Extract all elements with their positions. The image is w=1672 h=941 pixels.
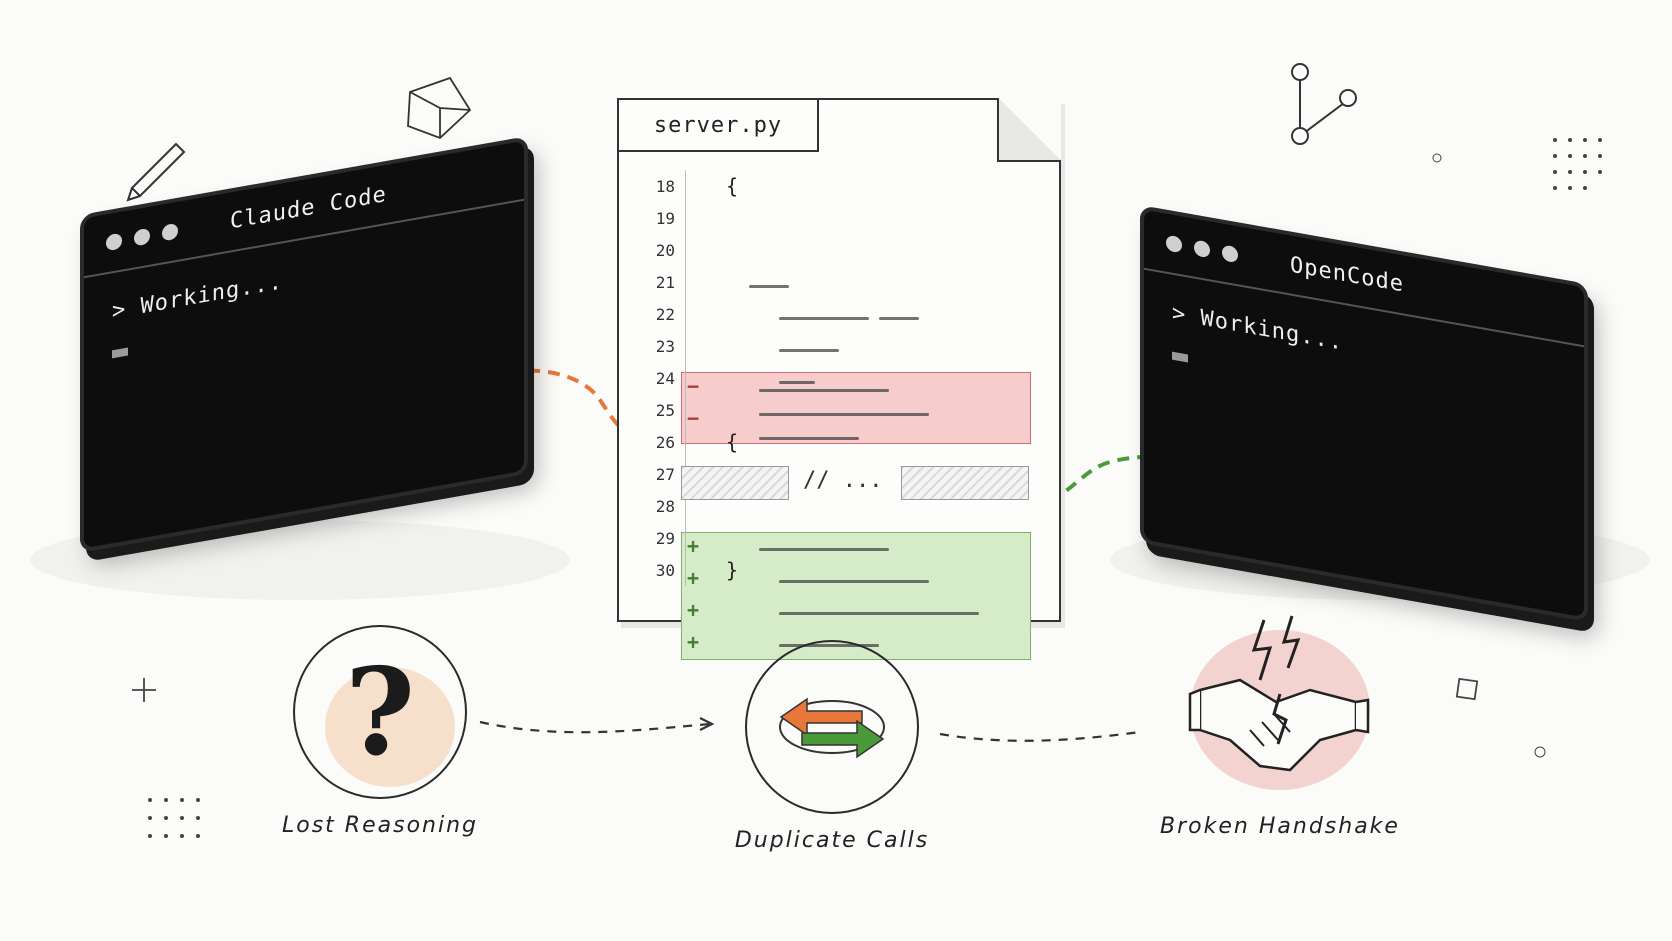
code-line: 21 — [619, 266, 1059, 298]
terminal-title: Claude Code — [230, 181, 387, 235]
code-squiggle — [779, 317, 869, 320]
code-line: 22 — [619, 298, 1059, 330]
square-doodle — [1455, 677, 1479, 701]
code-squiggle — [779, 580, 929, 583]
cube-icon — [407, 76, 472, 140]
problem-circle: ? — [293, 625, 467, 799]
problem-connector-1 — [479, 720, 711, 734]
orange-connector — [469, 368, 635, 431]
line-number: 23 — [619, 330, 686, 362]
problem-label: Lost Reasoning — [282, 813, 478, 838]
line-number: 21 — [619, 266, 686, 298]
code-text: { — [726, 430, 739, 454]
file-dog-ear — [997, 98, 1061, 162]
left-shadow — [30, 520, 570, 600]
code-line: 18 { — [619, 170, 1059, 202]
line-number: 18 — [619, 170, 686, 202]
line-number: 29 — [619, 522, 686, 554]
doodle-circle — [1432, 153, 1442, 163]
problem-arrowhead — [699, 717, 715, 731]
orange-wash — [325, 667, 455, 787]
code-squiggle — [779, 349, 839, 352]
code-line: 26 { — [619, 426, 1059, 458]
code-squiggle — [779, 381, 815, 384]
code-squiggle — [759, 548, 889, 551]
problem-duplicate-calls: Duplicate Calls — [717, 640, 947, 853]
problem-label: Duplicate Calls — [734, 828, 930, 853]
problem-circle — [745, 640, 919, 814]
added-marker: + — [687, 598, 700, 622]
code-text: { — [726, 174, 739, 198]
removed-lines-highlight — [681, 372, 1031, 444]
line-number: 27 — [619, 458, 686, 490]
code-line: 19 — [619, 202, 1059, 234]
broken-handshake-icon — [1188, 615, 1370, 772]
dot-grid-right — [1553, 138, 1602, 190]
added-lines-highlight — [681, 532, 1031, 660]
doodle-circle — [1534, 746, 1546, 758]
code-text: } — [726, 558, 739, 582]
problem-circle — [1180, 610, 1380, 800]
problem-lost-reasoning: ? Lost Reasoning — [265, 625, 495, 838]
swap-arrows-icon — [779, 697, 885, 759]
code-squiggle — [879, 317, 919, 320]
terminal-title: OpenCode — [1290, 251, 1404, 298]
window-dot-icon — [1166, 234, 1182, 254]
problem-connector-2 — [939, 730, 1141, 742]
file-name-tab: server.py — [619, 100, 819, 152]
code-line: 29 — [619, 522, 1059, 554]
code-line: 28 — [619, 490, 1059, 522]
problem-broken-handshake: Broken Handshake — [1140, 610, 1420, 839]
elided-code: // ... — [803, 468, 883, 493]
branch-icon — [1291, 63, 1357, 145]
code-squiggle — [749, 285, 789, 288]
line-number: 28 — [619, 490, 686, 522]
code-squiggle — [759, 389, 889, 392]
removed-marker: − — [687, 406, 700, 430]
line-number: 20 — [619, 234, 686, 266]
code-line: 23 — [619, 330, 1059, 362]
elided-hatch — [681, 466, 789, 500]
line-number: 25 — [619, 394, 686, 426]
line-number: 26 — [619, 426, 686, 458]
window-dot-icon — [106, 232, 122, 252]
code-squiggle — [779, 612, 979, 615]
removed-marker: − — [687, 374, 700, 398]
problem-label: Broken Handshake — [1160, 814, 1400, 839]
terminal-cursor — [112, 347, 128, 359]
line-number: 19 — [619, 202, 686, 234]
window-dot-icon — [134, 227, 150, 247]
elided-hatch — [901, 466, 1029, 500]
code-line: 24 — [619, 362, 1059, 394]
dot-grid-left — [148, 798, 200, 838]
line-number: 30 — [619, 554, 686, 586]
code-squiggle — [759, 413, 929, 416]
plus-doodle — [132, 678, 156, 702]
code-line: 30} — [619, 554, 1059, 586]
pencil-icon — [126, 142, 186, 202]
line-number: 24 — [619, 362, 686, 394]
code-line: 20 — [619, 234, 1059, 266]
added-marker: + — [687, 630, 700, 654]
window-dot-icon — [162, 222, 178, 242]
window-dot-icon — [1222, 244, 1238, 264]
code-squiggle — [759, 437, 859, 440]
code-line: 25 — [619, 394, 1059, 426]
terminal-cursor — [1172, 351, 1188, 363]
line-number: 22 — [619, 298, 686, 330]
window-dot-icon — [1194, 239, 1210, 259]
added-marker: + — [687, 534, 700, 558]
added-marker: + — [687, 566, 700, 590]
question-mark-icon: ? — [344, 641, 416, 783]
